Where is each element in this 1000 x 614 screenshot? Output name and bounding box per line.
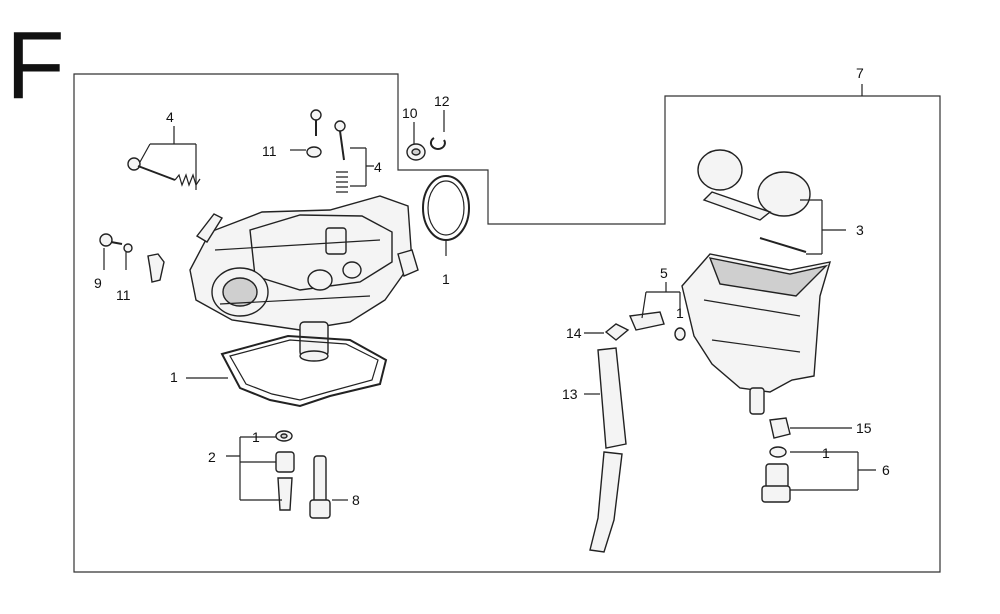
callout-11-left: 11 (116, 287, 131, 303)
float-needle-valve (628, 311, 686, 341)
callout-1-needle: 1 (676, 305, 684, 321)
carburetor-body (189, 195, 419, 362)
o-ring (422, 175, 470, 241)
main-jet-nozzle (275, 451, 295, 511)
callout-2: 2 (208, 449, 216, 465)
callout-13: 13 (562, 386, 578, 402)
drain-screw (769, 417, 791, 439)
float-assembly (697, 149, 811, 253)
callout-15: 15 (856, 420, 872, 436)
callout-14: 14 (566, 325, 582, 341)
jet-washer (275, 430, 293, 442)
callout-12: 12 (434, 93, 450, 109)
callout-labels: 4 11 4 10 12 1 9 11 1 1 2 8 7 3 5 1 14 1… (94, 65, 890, 508)
drain-tube (589, 347, 627, 553)
callout-4-left: 4 (166, 109, 174, 125)
diagram-frame (73, 73, 941, 573)
callout-5: 5 (660, 265, 668, 281)
section-letter: F (6, 12, 65, 119)
callout-9: 9 (94, 275, 102, 291)
callout-11-top: 11 (262, 143, 277, 159)
callout-10: 10 (402, 105, 418, 121)
float-bowl (681, 253, 831, 415)
leader-lines (103, 84, 876, 501)
nut-and-clip (406, 137, 446, 161)
callout-1-drain: 1 (822, 445, 830, 461)
callout-1-ring: 1 (442, 271, 450, 287)
top-screw-set (306, 109, 322, 158)
pilot-screw-set (99, 233, 165, 283)
callout-1-washer: 1 (252, 429, 260, 445)
slow-jet (309, 455, 331, 519)
callout-7: 7 (856, 65, 864, 81)
drain-plug-set (761, 446, 791, 503)
callout-8: 8 (352, 492, 360, 508)
callout-1-gasket: 1 (170, 369, 178, 385)
throttle-stop-screw (127, 157, 201, 187)
pilot-screw-spring (334, 120, 348, 193)
callout-6: 6 (882, 462, 890, 478)
callout-3: 3 (856, 222, 864, 238)
callout-4-top: 4 (374, 159, 382, 175)
hose-clip (604, 323, 630, 341)
float-bowl-gasket (220, 334, 388, 408)
